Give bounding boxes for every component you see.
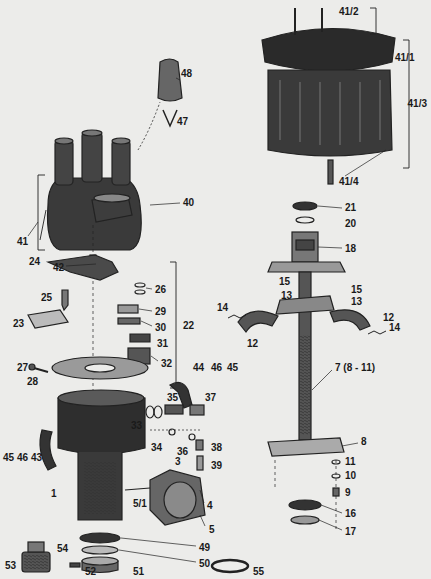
callout-number: 15 — [350, 284, 363, 295]
callout-number: 17 — [344, 526, 357, 537]
callout-number: 42 — [52, 262, 65, 273]
callout-number: 53 — [4, 560, 17, 571]
callout-number: 38 — [210, 442, 223, 453]
callout-number: 48 — [180, 68, 193, 79]
callout-number: 28 — [26, 376, 39, 387]
callout-number: 25 — [40, 292, 53, 303]
callout-number: 13 — [280, 290, 293, 301]
callout-number: 41/4 — [338, 176, 359, 187]
callout-number: 47 — [176, 116, 189, 127]
callout-number: 41 — [16, 236, 29, 247]
callout-number: 12 — [246, 338, 259, 349]
callout-number: 21 — [344, 202, 357, 213]
callout-number: 24 — [28, 256, 41, 267]
callout-number: 12 — [382, 312, 395, 323]
callout-number: 41/3 — [407, 98, 428, 109]
callout-number: 14 — [388, 322, 401, 333]
callout-number: 30 — [154, 322, 167, 333]
callout-number: 5 — [208, 524, 216, 535]
callout-number: 49 — [198, 542, 211, 553]
callout-number: 18 — [344, 243, 357, 254]
callout-number: 45 — [2, 452, 15, 463]
callout-number: 35 — [166, 392, 179, 403]
callout-number: 1 — [50, 488, 58, 499]
callout-number: 55 — [252, 566, 265, 577]
callout-number: 36 — [176, 446, 189, 457]
callout-number: 50 — [198, 558, 211, 569]
callout-number: 27 — [16, 362, 29, 373]
callout-number: 39 — [210, 460, 223, 471]
callout-number: 33 — [130, 420, 143, 431]
callout-number: 3 — [174, 456, 182, 467]
callout-number: 13 — [350, 296, 363, 307]
callout-number: 29 — [154, 306, 167, 317]
callout-number: 43 — [30, 452, 43, 463]
callout-number: 4 — [206, 500, 214, 511]
callout-number: 52 — [84, 566, 97, 577]
callout-number: 34 — [150, 442, 163, 453]
callout-number: 26 — [154, 284, 167, 295]
callout-number: 44 — [192, 362, 205, 373]
callout-number: 22 — [182, 320, 195, 331]
callout-number: 20 — [344, 218, 357, 229]
callout-number: 8 — [360, 436, 368, 447]
callout-number: 41/2 — [338, 6, 359, 17]
callout-number: 45 — [226, 362, 239, 373]
callout-number: 16 — [344, 508, 357, 519]
callout-number: 5/1 — [132, 498, 148, 509]
callout-number: 31 — [156, 338, 169, 349]
callout-number: 41/1 — [394, 52, 415, 63]
callout-number: 40 — [182, 197, 195, 208]
callout-number: 11 — [344, 456, 357, 467]
callout-number: 14 — [216, 302, 229, 313]
callout-number: 37 — [204, 392, 217, 403]
callout-number: 7 (8 - 11) — [334, 362, 376, 373]
callout-number: 46 — [16, 452, 29, 463]
callout-number: 10 — [344, 470, 357, 481]
callout-number: 15 — [278, 276, 291, 287]
callout-number: 46 — [210, 362, 223, 373]
callout-number: 9 — [344, 487, 352, 498]
callout-number: 51 — [132, 566, 145, 577]
callout-number: 54 — [56, 543, 69, 554]
callout-number: 32 — [160, 358, 173, 369]
callout-number: 23 — [12, 318, 25, 329]
